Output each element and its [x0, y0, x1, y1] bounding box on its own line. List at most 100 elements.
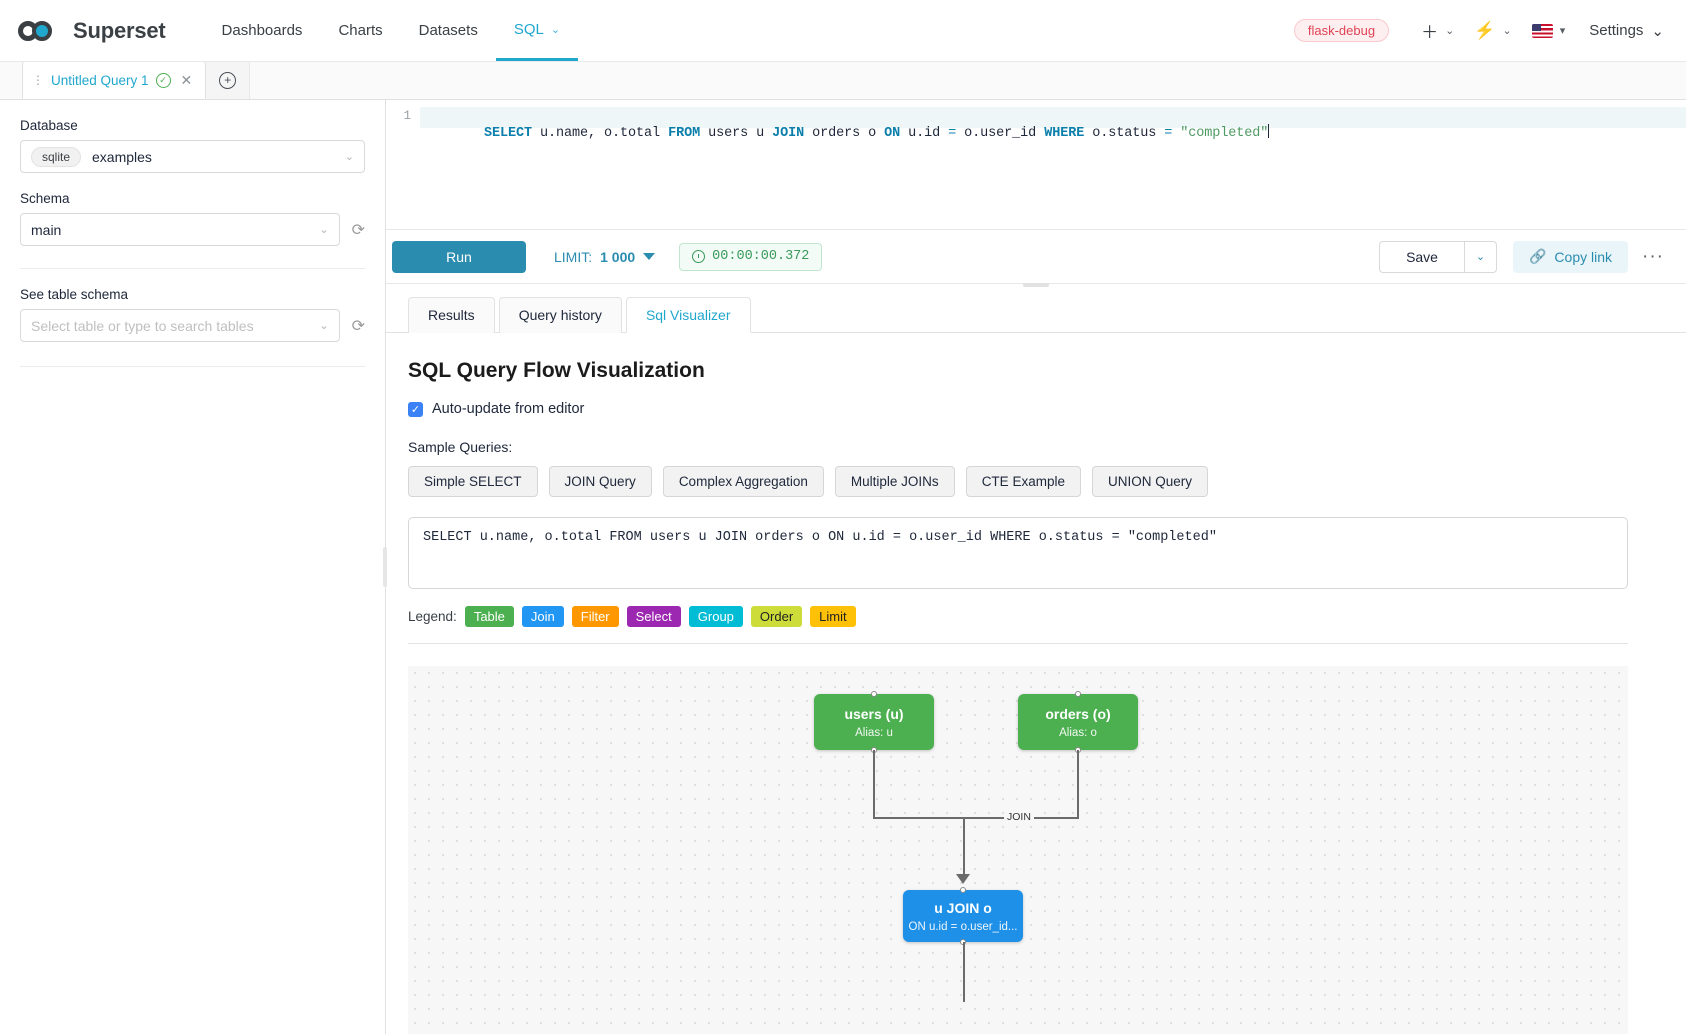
tab-results[interactable]: Results	[408, 297, 495, 333]
tab-sql-visualizer[interactable]: Sql Visualizer	[625, 297, 751, 333]
editor-code-line[interactable]: SELECT u.name, o.total FROM users u JOIN…	[420, 107, 1270, 229]
node-title: u JOIN o	[934, 899, 992, 916]
node-title: orders (o)	[1045, 705, 1111, 722]
database-select[interactable]: sqlite examples ⌄	[20, 140, 365, 173]
bolt-menu-button[interactable]: ⚡ ⌄	[1464, 21, 1521, 41]
save-dropdown-button[interactable]: ⌄	[1464, 240, 1497, 273]
sample-queries-label: Sample Queries:	[408, 439, 513, 455]
divider	[408, 643, 1628, 644]
add-query-tab-button[interactable]: +	[206, 61, 251, 99]
table-select[interactable]: Select table or type to search tables ⌄	[20, 309, 340, 342]
close-icon[interactable]: ✕	[180, 71, 193, 88]
node-title: users (u)	[844, 705, 904, 722]
sql-keyword: SELECT	[484, 126, 533, 141]
node-port-top	[871, 691, 877, 697]
tab-query-history[interactable]: Query history	[498, 297, 622, 333]
edge-join-down	[963, 817, 965, 877]
legend-chip-order: Order	[750, 606, 803, 627]
legend-chip-limit: Limit	[810, 606, 856, 627]
top-navbar: Superset Dashboards Charts Datasets SQL …	[0, 0, 1686, 62]
chevron-down-icon: ⌄	[550, 23, 561, 36]
refresh-tables-icon[interactable]: ⟳	[351, 317, 365, 335]
new-item-button[interactable]: ＋ ⌄	[1411, 18, 1464, 43]
auto-update-label: Auto-update from editor	[432, 401, 585, 417]
brand[interactable]: Superset	[18, 18, 166, 44]
copy-link-button[interactable]: 🔗 Copy link	[1512, 240, 1629, 273]
flow-node-orders[interactable]: orders (o) Alias: o	[1018, 691, 1138, 753]
nav-item-datasets[interactable]: Datasets	[401, 0, 496, 61]
flow-node-users[interactable]: users (u) Alias: u	[814, 691, 934, 753]
schema-row: main ⌄ ⟳	[20, 213, 365, 246]
run-button[interactable]: Run	[392, 240, 526, 273]
sql-text: o.status	[1084, 126, 1165, 141]
sample-complex-aggregation[interactable]: Complex Aggregation	[662, 466, 824, 497]
sample-simple-select[interactable]: Simple SELECT	[408, 466, 538, 497]
toolbar-right: Save ⌄ 🔗 Copy link ···	[1379, 240, 1664, 273]
sql-editor[interactable]: 1 SELECT u.name, o.total FROM users u JO…	[386, 100, 1686, 230]
auto-update-row[interactable]: ✓ Auto-update from editor	[408, 401, 1664, 417]
editor-toolbar: Run LIMIT: 1 000 00:00:00.372 Save ⌄ 🔗 C…	[386, 230, 1686, 287]
limit-value: 1 000	[600, 248, 636, 265]
legend-chip-group: Group	[688, 606, 743, 627]
sql-keyword: ON	[884, 126, 901, 141]
edge-users-horizontal	[873, 817, 964, 819]
nav-item-sql[interactable]: SQL ⌄	[495, 0, 579, 61]
panel-resize-handle[interactable]	[383, 547, 387, 587]
result-tabs: Results Query history Sql Visualizer	[386, 284, 1686, 333]
nav-label: Datasets	[418, 22, 478, 39]
refresh-schemas-icon[interactable]: ⟳	[351, 221, 365, 239]
schema-select[interactable]: main ⌄	[20, 213, 340, 246]
sql-operator: =	[948, 126, 957, 141]
save-button[interactable]: Save	[1379, 240, 1465, 273]
auto-update-checkbox[interactable]: ✓	[408, 401, 423, 417]
editor-resize-handle[interactable]	[1023, 283, 1049, 287]
sql-text: u.id	[900, 126, 949, 141]
caret-down-icon: ▾	[1559, 25, 1566, 37]
sample-union-query[interactable]: UNION Query	[1091, 466, 1208, 497]
sql-text: orders o	[804, 126, 885, 141]
sql-text: users u	[700, 126, 773, 141]
table-row: Select table or type to search tables ⌄ …	[20, 309, 365, 342]
flow-canvas[interactable]: users (u) Alias: u orders (o) Alias: o	[408, 666, 1628, 1034]
schema-value: main	[31, 221, 62, 238]
nav-item-charts[interactable]: Charts	[320, 0, 400, 61]
chevron-down-icon: ⌄	[319, 320, 329, 332]
more-options-button[interactable]: ···	[1642, 245, 1664, 267]
limit-prefix: LIMIT:	[554, 248, 593, 265]
sample-join-query[interactable]: JOIN Query	[548, 466, 652, 497]
node-subtitle: ON u.id = o.user_id...	[908, 920, 1018, 933]
legend-chip-join: Join	[521, 606, 564, 627]
sql-string: "completed"	[1180, 126, 1269, 141]
flow-node-join[interactable]: u JOIN o ON u.id = o.user_id...	[903, 887, 1023, 945]
table-schema-label: See table schema	[20, 287, 129, 302]
legend-chip-filter: Filter	[571, 606, 619, 627]
query-tab[interactable]: ⋮ Untitled Query 1 ✓ ✕	[22, 61, 207, 99]
limit-dropdown[interactable]: LIMIT: 1 000	[554, 248, 656, 265]
nav-label: Dashboards	[221, 22, 303, 39]
sample-cte-example[interactable]: CTE Example	[965, 466, 1081, 497]
check-circle-icon: ✓	[155, 72, 171, 88]
edge-join-output	[963, 942, 965, 1002]
clock-icon	[692, 250, 706, 263]
query-tab-label: Untitled Query 1	[51, 72, 149, 88]
sql-text: o.user_id	[956, 126, 1045, 141]
node-port-top	[1075, 691, 1081, 697]
chevron-down-icon: ⌄	[1502, 25, 1512, 37]
sql-keyword: JOIN	[772, 126, 805, 141]
legend: Legend: Table Join Filter Select Group O…	[408, 606, 1664, 627]
drag-handle-icon[interactable]: ⋮	[32, 73, 44, 87]
query-tab-strip: ⋮ Untitled Query 1 ✓ ✕ +	[0, 61, 1686, 100]
settings-menu[interactable]: Settings ⌄	[1575, 22, 1664, 40]
edge-orders-vertical	[1077, 750, 1079, 818]
us-flag-icon	[1531, 23, 1553, 38]
database-label: Database	[20, 118, 78, 133]
query-timer: 00:00:00.372	[679, 242, 823, 271]
sample-multiple-joins[interactable]: Multiple JOINs	[834, 466, 955, 497]
language-picker[interactable]: ▾	[1522, 23, 1576, 38]
chevron-down-icon: ⌄	[1651, 22, 1664, 40]
legend-chip-table: Table	[464, 606, 514, 627]
sql-input-textarea[interactable]	[408, 517, 1628, 589]
sql-keyword: WHERE	[1044, 126, 1085, 141]
nav-item-dashboards[interactable]: Dashboards	[204, 0, 321, 61]
schema-label: Schema	[20, 191, 70, 206]
